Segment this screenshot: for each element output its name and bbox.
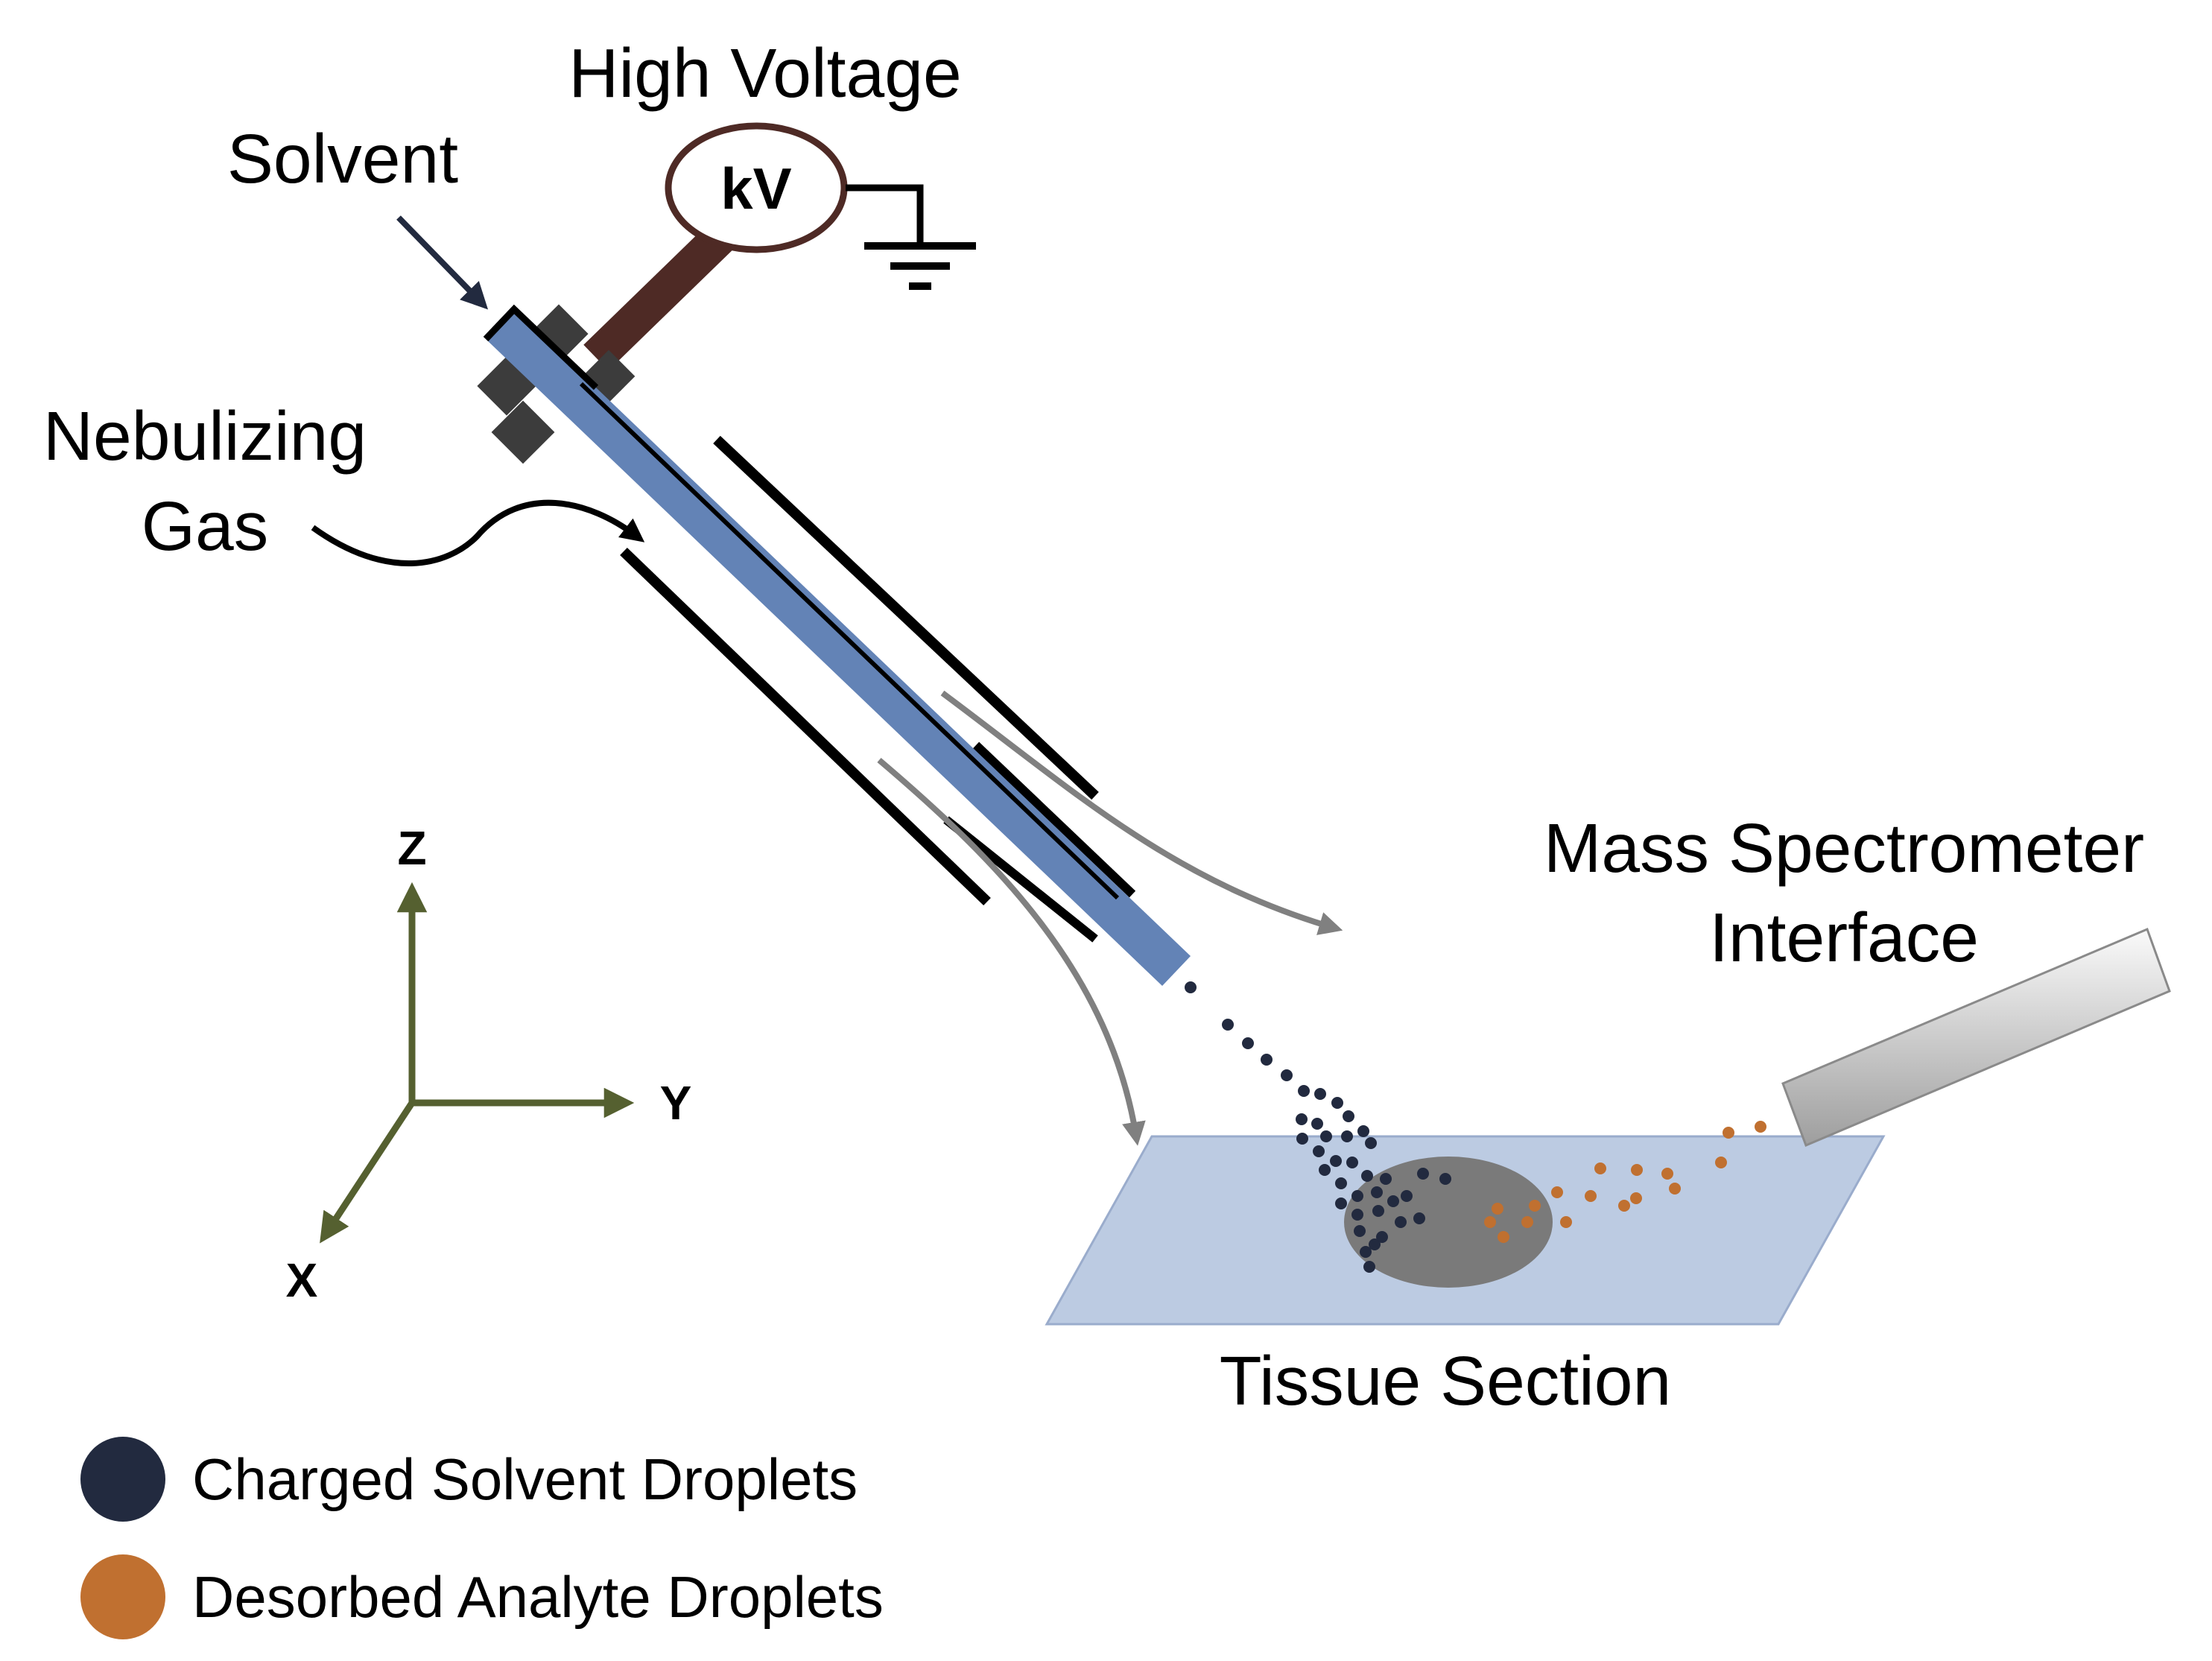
analyte-droplet <box>1715 1157 1727 1168</box>
tissue-section-label: Tissue Section <box>1220 1342 1672 1420</box>
gas-flow-arrow-left <box>877 757 1146 1146</box>
analyte-droplet <box>1498 1231 1509 1243</box>
nebulizing-gas-arrow <box>311 499 645 567</box>
solvent-droplet <box>1372 1205 1384 1217</box>
gas-sheath-upper <box>713 435 1099 800</box>
solvent-droplet <box>1281 1069 1293 1081</box>
analyte-droplet <box>1618 1200 1630 1212</box>
analyte-droplet <box>1551 1186 1563 1198</box>
solvent-droplet <box>1296 1113 1308 1125</box>
solvent-droplet <box>1320 1130 1332 1142</box>
analyte-droplet <box>1630 1192 1642 1204</box>
gas-sheath-upper-inner <box>972 741 1136 898</box>
solvent-droplet <box>1313 1145 1325 1157</box>
solvent-droplet <box>1357 1125 1369 1137</box>
solvent-droplet <box>1185 981 1197 993</box>
high-voltage-wire <box>583 218 739 371</box>
solvent-droplet <box>1331 1097 1343 1109</box>
high-voltage-label: High Voltage <box>568 34 961 112</box>
legend-label-analyte: Desorbed Analyte Droplets <box>192 1564 884 1630</box>
solvent-droplet <box>1335 1197 1347 1209</box>
gas-sheath-lower <box>620 547 991 906</box>
kv-label: kV <box>720 156 791 221</box>
analyte-droplet <box>1755 1121 1766 1133</box>
analyte-droplet <box>1492 1203 1503 1215</box>
solvent-arrow <box>396 215 489 310</box>
analyte-droplet <box>1521 1216 1533 1228</box>
solvent-droplet <box>1298 1085 1310 1097</box>
analyte-droplet <box>1661 1168 1673 1180</box>
solvent-label: Solvent <box>227 120 458 197</box>
x-axis-label: X <box>286 1253 318 1307</box>
solvent-droplets <box>1185 981 1451 1273</box>
solvent-droplet <box>1401 1190 1413 1202</box>
analyte-droplet <box>1585 1190 1597 1202</box>
solvent-droplet <box>1242 1037 1254 1049</box>
high-voltage-supply <box>665 122 848 253</box>
legend: Charged Solvent Droplets Desorbed Analyt… <box>80 1437 884 1639</box>
nebulizing-gas-label-line2: Gas <box>142 487 269 565</box>
solvent-droplet <box>1330 1155 1342 1167</box>
solvent-droplet <box>1363 1261 1375 1273</box>
solvent-droplet <box>1311 1118 1323 1130</box>
solvent-droplet <box>1354 1225 1366 1237</box>
solvent-droplet <box>1395 1216 1407 1228</box>
solvent-droplet <box>1371 1186 1383 1198</box>
capillary-edge <box>579 382 1120 900</box>
mass-spectrometer-label-line1: Mass Spectrometer <box>1544 809 2144 887</box>
solvent-droplet <box>1376 1231 1388 1243</box>
y-axis-label: Y <box>660 1076 692 1130</box>
solvent-droplet <box>1314 1088 1326 1100</box>
coordinate-axes <box>320 882 635 1244</box>
solvent-droplet <box>1296 1133 1308 1145</box>
legend-swatch-solvent <box>80 1437 165 1522</box>
z-axis-label: Z <box>397 821 426 875</box>
analyte-droplet <box>1631 1164 1643 1176</box>
mass-spectrometer-inlet <box>1781 928 2171 1147</box>
mass-spectrometer-label-line2: Interface <box>1709 899 1979 976</box>
solvent-droplet <box>1365 1137 1377 1149</box>
nebulizing-gas-label-line1: Nebulizing <box>43 397 367 475</box>
analyte-droplet <box>1484 1216 1496 1228</box>
analyte-droplet <box>1723 1127 1734 1139</box>
solvent-droplet <box>1351 1190 1363 1202</box>
legend-label-solvent: Charged Solvent Droplets <box>192 1446 858 1512</box>
x-axis <box>320 1101 415 1244</box>
solvent-droplet <box>1380 1173 1392 1185</box>
analyte-droplet <box>1669 1183 1681 1195</box>
solvent-droplet <box>1439 1173 1451 1185</box>
solvent-droplet <box>1343 1110 1354 1122</box>
solvent-droplet <box>1335 1177 1347 1189</box>
solvent-droplet <box>1361 1170 1373 1182</box>
ground-icon <box>846 184 976 290</box>
analyte-droplets <box>1484 1121 1766 1243</box>
legend-swatch-analyte <box>80 1554 165 1639</box>
solvent-droplet <box>1341 1130 1353 1142</box>
solvent-droplet <box>1319 1164 1331 1176</box>
analyte-droplet <box>1594 1162 1606 1174</box>
analyte-droplet <box>1560 1216 1572 1228</box>
solvent-droplet <box>1351 1209 1363 1221</box>
gas-flow-arrow-right <box>940 690 1343 935</box>
solvent-droplet <box>1360 1246 1372 1258</box>
tissue-sample <box>1344 1157 1553 1288</box>
solvent-droplet <box>1413 1212 1425 1224</box>
solvent-droplet <box>1417 1168 1429 1180</box>
solvent-droplet <box>1222 1019 1234 1031</box>
solvent-capillary <box>486 309 1191 986</box>
gas-sheath-lower-inner <box>943 816 1098 943</box>
solvent-droplet <box>1261 1054 1273 1066</box>
capillary-outline <box>483 304 599 390</box>
solvent-droplet <box>1346 1157 1358 1168</box>
solvent-droplet <box>1387 1195 1399 1207</box>
analyte-droplet <box>1529 1200 1541 1212</box>
solvent-droplet <box>1369 1238 1381 1250</box>
